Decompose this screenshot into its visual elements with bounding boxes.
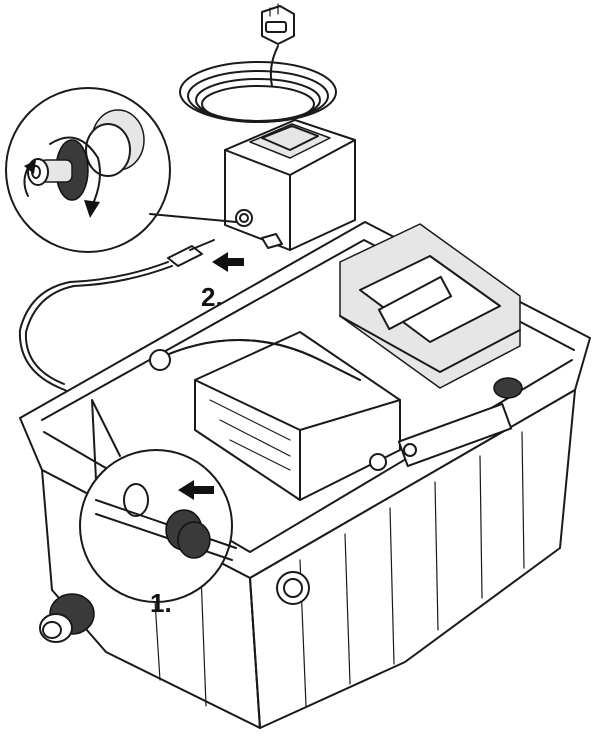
rotate-arrow-icon <box>23 136 101 218</box>
arrow-icon <box>178 480 214 500</box>
grommet <box>165 509 211 559</box>
detail-magnifier-2 <box>5 87 237 253</box>
step-2-label: 2. <box>201 282 223 312</box>
cable-coil <box>179 45 337 123</box>
arrow-icon <box>212 252 244 272</box>
front-port <box>276 571 310 605</box>
step-1-label: 1. <box>150 588 172 618</box>
cable <box>18 239 215 409</box>
power-plug <box>261 3 295 45</box>
right-knob <box>369 377 523 471</box>
detail-magnifier-1 <box>79 399 237 603</box>
outlet-connector <box>39 593 95 643</box>
handle <box>149 339 361 381</box>
connector-nut <box>27 109 145 201</box>
transformer <box>224 119 356 251</box>
uv-clarifier <box>339 223 521 389</box>
